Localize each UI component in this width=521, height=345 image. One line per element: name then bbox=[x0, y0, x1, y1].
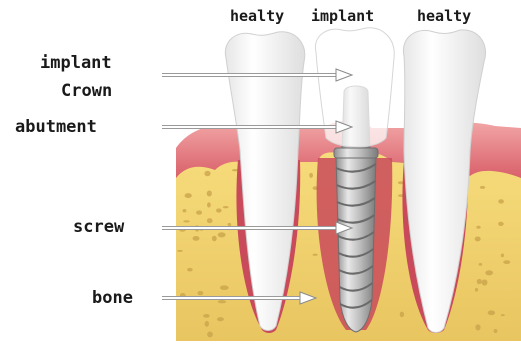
top-label-right-tooth: healty bbox=[417, 9, 471, 24]
label-bone: bone bbox=[92, 290, 133, 307]
bone-spot bbox=[477, 279, 482, 284]
bone-spot bbox=[207, 332, 213, 338]
bone-spot bbox=[207, 218, 213, 223]
bone-spot bbox=[498, 199, 504, 203]
bone-spot bbox=[218, 300, 226, 303]
bone-spot bbox=[193, 236, 200, 241]
bone-spot bbox=[485, 270, 493, 275]
bone-spot bbox=[207, 191, 212, 197]
implant-screw bbox=[336, 156, 376, 332]
label-screw: screw bbox=[73, 219, 124, 236]
bone-spot bbox=[488, 310, 495, 315]
label-implant-crown-line2: Crown bbox=[61, 83, 112, 100]
bone-spot bbox=[205, 321, 209, 327]
bone-spot bbox=[475, 324, 480, 330]
bone-spot bbox=[480, 186, 485, 189]
bone-spot bbox=[223, 206, 229, 208]
bone-spot bbox=[479, 263, 483, 266]
label-abutment: abutment bbox=[15, 119, 97, 136]
bone-spot bbox=[187, 268, 193, 272]
bone-spot bbox=[482, 279, 488, 285]
bone-spot bbox=[475, 237, 481, 242]
bone-spot bbox=[501, 254, 504, 258]
bone-spot bbox=[204, 315, 207, 317]
bone-spot bbox=[475, 288, 478, 292]
bone-spot bbox=[207, 202, 211, 207]
bone-spot bbox=[217, 317, 224, 321]
bone-spot bbox=[177, 250, 183, 252]
bone-spot bbox=[220, 285, 229, 290]
bone-spot bbox=[228, 223, 232, 226]
bone-spot bbox=[313, 254, 318, 256]
bone-spot bbox=[501, 314, 505, 316]
bone-spot bbox=[218, 232, 226, 237]
bone-spot bbox=[494, 329, 498, 333]
bone-spot bbox=[498, 222, 504, 226]
bone-spot bbox=[204, 171, 210, 177]
bone-spot bbox=[309, 173, 313, 178]
top-label-implant: implant bbox=[311, 9, 374, 24]
implant-crown bbox=[315, 28, 394, 147]
bone-spot bbox=[212, 236, 217, 242]
bone-spot bbox=[400, 312, 404, 318]
bone-spot bbox=[183, 209, 187, 212]
bone-spot bbox=[185, 193, 192, 198]
bone-spot bbox=[198, 291, 204, 295]
top-label-left-tooth: healty bbox=[230, 9, 284, 24]
bone-spot bbox=[503, 260, 510, 264]
bone-spot bbox=[476, 226, 480, 229]
bone-spot bbox=[196, 210, 202, 214]
bone-spot bbox=[216, 208, 222, 212]
bone-spot bbox=[183, 220, 190, 222]
label-implant-crown-line1: implant bbox=[40, 55, 112, 72]
